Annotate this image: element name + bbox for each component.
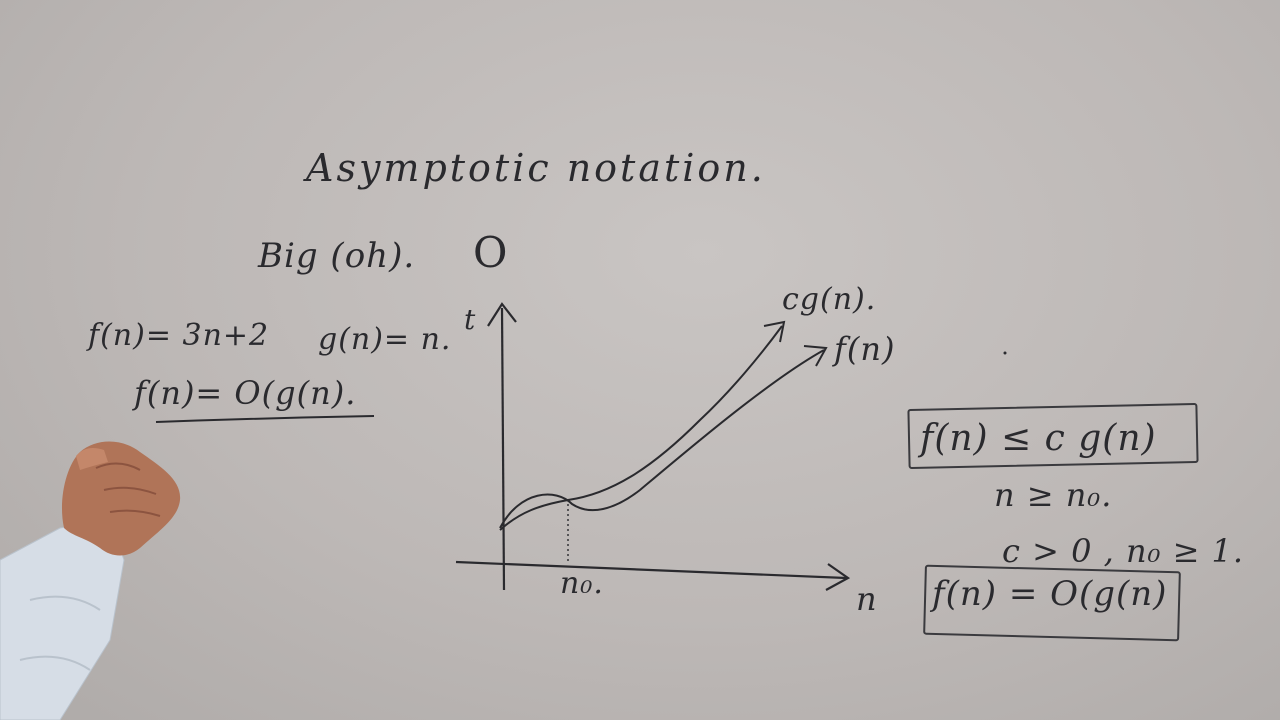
topic-label: Big (oh). O xyxy=(258,228,508,277)
x-axis-arrowhead xyxy=(825,563,851,591)
inequality: f(n) ≤ c g(n) xyxy=(920,418,1157,459)
cg-arrowhead xyxy=(763,320,786,343)
cg-curve xyxy=(499,325,783,531)
f-curve xyxy=(499,349,825,529)
y-axis xyxy=(500,307,506,591)
f-label: f(n) xyxy=(834,330,896,368)
y-axis-arrowhead xyxy=(487,302,517,327)
topic-text: Big (oh). xyxy=(258,236,416,276)
f-definition: f(n)= 3n+2 xyxy=(88,318,270,353)
x-axis-label: n xyxy=(856,580,878,618)
g-definition-text: g(n)= n. xyxy=(318,322,452,357)
underline xyxy=(155,415,375,423)
f-arrowhead xyxy=(803,345,828,367)
topic-symbol: O xyxy=(472,228,509,277)
cg-label: cg(n). xyxy=(782,282,877,317)
marker-dot xyxy=(1003,351,1007,355)
x-axis xyxy=(455,560,847,580)
board-title: Asymptotic notation. xyxy=(306,146,766,190)
g-definition: g(n)= n. t xyxy=(318,303,475,357)
knuckles xyxy=(95,462,161,517)
conclusion: f(n) = O(g(n) xyxy=(932,574,1168,614)
n-condition: n ≥ n₀. xyxy=(994,476,1113,514)
f-bigo-statement: f(n)= O(g(n). xyxy=(134,374,357,412)
constants-condition: c > 0 , n₀ ≥ 1. xyxy=(1002,532,1245,570)
sleeve-fold xyxy=(19,595,101,671)
n0-label: n₀. xyxy=(560,566,604,601)
hand xyxy=(61,441,181,556)
fingertip xyxy=(76,448,108,470)
t-mark: t xyxy=(464,303,477,336)
